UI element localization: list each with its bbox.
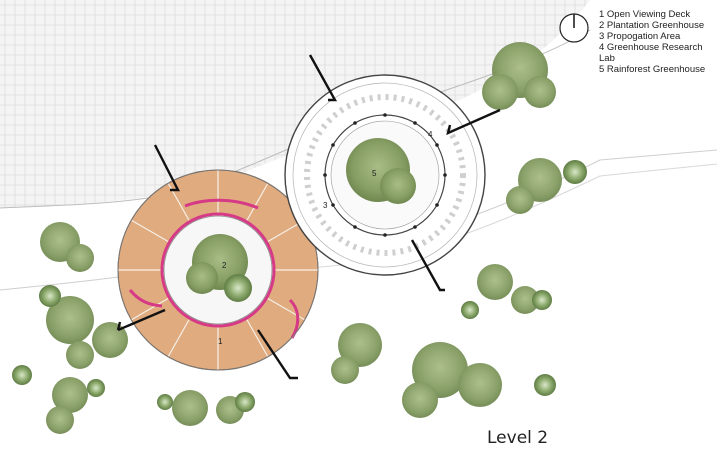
legend-item: 2 Plantation Greenhouse	[599, 20, 705, 31]
greenhouse-ring	[284, 74, 486, 276]
paved-plaza	[0, 0, 590, 208]
section-cut-marker	[116, 54, 501, 380]
legend: 1 Open Viewing Deck 2 Plantation Greenho…	[599, 9, 714, 75]
palm-trees	[12, 160, 587, 412]
zone-number-4: 4	[428, 130, 433, 139]
tree-cluster	[40, 42, 562, 434]
zone-number-3: 3	[323, 201, 328, 210]
north-arrow-icon	[559, 13, 589, 43]
legend-item: 3 Propogation Area	[599, 31, 681, 42]
legend-item: 1 Open Viewing Deck	[599, 9, 691, 20]
level-label: Level 2	[487, 428, 549, 448]
legend-item: 5 Rainforest Greenhouse	[599, 64, 706, 75]
zone-number-1: 1	[218, 337, 223, 346]
zone-number-5: 5	[372, 169, 377, 178]
viewing-deck-ring	[117, 169, 319, 371]
zone-number-2: 2	[222, 261, 227, 270]
legend-item: 4 Greenhouse Research Lab	[599, 42, 703, 64]
